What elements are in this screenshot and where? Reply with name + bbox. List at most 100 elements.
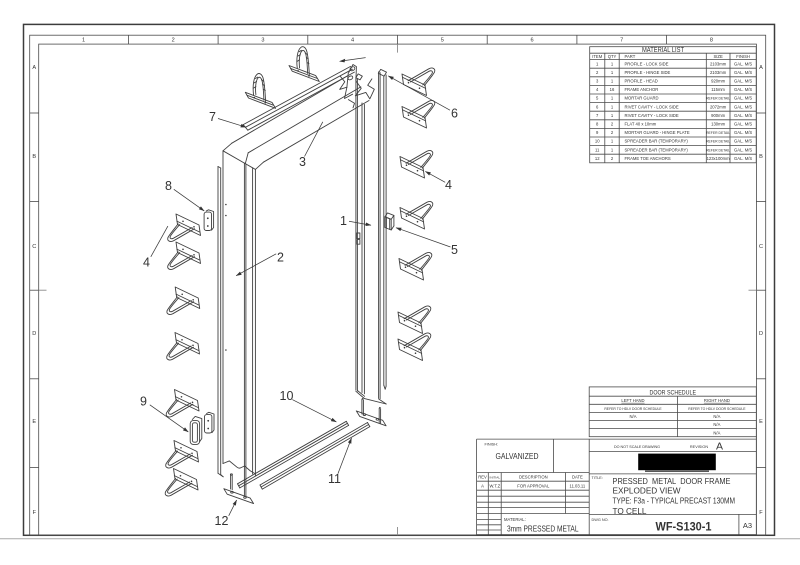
svg-text:D: D [32, 331, 36, 337]
svg-text:1: 1 [611, 70, 614, 75]
svg-text:REFER DETAIL: REFER DETAIL [706, 140, 730, 144]
svg-text:MORTAR GUARD: MORTAR GUARD [625, 96, 659, 101]
svg-text:2103mm: 2103mm [710, 61, 727, 66]
svg-text:9: 9 [140, 395, 147, 409]
svg-text:DESCRIPTION: DESCRIPTION [519, 474, 548, 479]
svg-text:920mm: 920mm [711, 79, 725, 84]
svg-text:DWG NO.: DWG NO. [592, 518, 609, 522]
svg-text:A: A [759, 65, 763, 71]
svg-text:REFER DETAIL: REFER DETAIL [706, 97, 730, 101]
svg-text:4: 4 [143, 256, 150, 270]
svg-text:6: 6 [451, 107, 458, 121]
svg-text:8: 8 [710, 38, 713, 44]
svg-text:A: A [716, 441, 723, 453]
svg-text:3: 3 [261, 38, 264, 44]
svg-text:REFER DETAIL: REFER DETAIL [706, 131, 730, 135]
svg-text:10: 10 [280, 389, 294, 403]
svg-text:N/A: N/A [713, 430, 720, 435]
svg-text:3: 3 [299, 155, 306, 169]
svg-text:B: B [32, 154, 36, 160]
svg-text:W.T.Z: W.T.Z [489, 483, 500, 488]
svg-text:RIVET CAVITY - LOCK SIDE: RIVET CAVITY - LOCK SIDE [625, 104, 679, 109]
svg-text:2: 2 [596, 70, 599, 75]
svg-text:FRAME TOE ANCHORS: FRAME TOE ANCHORS [625, 156, 671, 161]
svg-text:7: 7 [209, 110, 216, 124]
svg-text:QTY: QTY [608, 54, 617, 59]
svg-text:3mm PRESSED METAL: 3mm PRESSED METAL [507, 524, 579, 533]
svg-text:E: E [759, 419, 763, 425]
svg-text:GAL. M/S: GAL. M/S [734, 156, 752, 161]
svg-text:FRAME ANCHOR: FRAME ANCHOR [625, 87, 659, 92]
svg-text:900mm: 900mm [711, 113, 725, 118]
svg-text:TYPE: F3a - TYPICAL PRECAST 13: TYPE: F3a - TYPICAL PRECAST 130MM [613, 497, 736, 506]
svg-text:GALVANIZED: GALVANIZED [496, 451, 539, 461]
svg-text:RIVET CAVITY - LOCK SIDE: RIVET CAVITY - LOCK SIDE [625, 113, 679, 118]
svg-text:REFER TO HDLV DOOR SCHEDULE: REFER TO HDLV DOOR SCHEDULE [604, 407, 662, 411]
svg-text:N/A: N/A [713, 414, 720, 419]
svg-text:PROFILE - LOCK SIDE: PROFILE - LOCK SIDE [625, 61, 669, 66]
svg-text:A3: A3 [743, 521, 752, 530]
svg-text:GAL. M/S: GAL. M/S [734, 104, 752, 109]
svg-text:FINISH:: FINISH: [485, 442, 499, 446]
svg-text:TO CELL: TO CELL [613, 507, 647, 516]
svg-text:5: 5 [441, 38, 444, 44]
svg-text:2072mm: 2072mm [710, 104, 727, 109]
svg-text:GAL. M/S: GAL. M/S [734, 61, 752, 66]
svg-text:RIGHT HAND: RIGHT HAND [704, 398, 730, 403]
svg-text:F: F [33, 510, 37, 516]
svg-text:2: 2 [611, 156, 614, 161]
svg-text:5: 5 [451, 243, 458, 257]
svg-text:2: 2 [611, 130, 614, 135]
svg-text:INITIAL: INITIAL [490, 475, 501, 479]
svg-text:N/A: N/A [713, 422, 720, 427]
svg-text:ITEM: ITEM [592, 54, 603, 59]
svg-text:REFER DETAIL: REFER DETAIL [706, 148, 730, 152]
svg-text:7: 7 [620, 38, 623, 44]
svg-text:DATE: DATE [572, 474, 583, 479]
svg-text:11.03.11: 11.03.11 [570, 483, 586, 488]
svg-text:4: 4 [351, 38, 354, 44]
svg-text:WF-S130-1: WF-S130-1 [656, 522, 713, 534]
svg-text:REFER TO HDLV DOOR SCHEDULE: REFER TO HDLV DOOR SCHEDULE [688, 407, 746, 411]
svg-text:1: 1 [611, 139, 614, 144]
svg-text:DOOR SCHEDULE: DOOR SCHEDULE [650, 390, 697, 397]
svg-text:PROFILE - HEAD: PROFILE - HEAD [625, 79, 658, 84]
svg-text:MATERIAL LIST: MATERIAL LIST [642, 47, 685, 54]
svg-text:6: 6 [530, 38, 533, 44]
svg-text:FLAT 40 x 10mm: FLAT 40 x 10mm [625, 122, 657, 127]
svg-text:1: 1 [611, 96, 614, 101]
svg-text:GAL. M/S: GAL. M/S [734, 122, 752, 127]
svg-text:16: 16 [610, 87, 615, 92]
svg-text:GAL. M/S: GAL. M/S [734, 113, 752, 118]
svg-text:MORTAR GUARD - HINGE PLATE: MORTAR GUARD - HINGE PLATE [625, 130, 690, 135]
svg-text:7: 7 [596, 113, 599, 118]
svg-text:4: 4 [445, 178, 452, 192]
svg-text:C: C [32, 244, 36, 250]
svg-text:A: A [32, 65, 36, 71]
svg-text:PART: PART [625, 54, 636, 59]
svg-text:EXPLODED VIEW: EXPLODED VIEW [613, 487, 681, 496]
svg-text:A: A [481, 483, 484, 488]
svg-text:2: 2 [277, 251, 284, 265]
svg-text:SPREADER BAR (TEMPORARY): SPREADER BAR (TEMPORARY) [625, 147, 689, 152]
svg-text:9: 9 [596, 130, 599, 135]
svg-text:130mm: 130mm [711, 122, 725, 127]
svg-text:MATERIAL:: MATERIAL: [504, 517, 526, 522]
svg-text:5: 5 [596, 96, 599, 101]
svg-text:B: B [759, 154, 763, 160]
svg-text:GAL. M/S: GAL. M/S [734, 96, 752, 101]
svg-text:LEFT HAND: LEFT HAND [621, 398, 644, 403]
svg-text:E: E [32, 419, 36, 425]
svg-text:123x100mm: 123x100mm [707, 156, 731, 161]
svg-text:2103mm: 2103mm [710, 70, 727, 75]
svg-text:DO NOT SCALE DRAWING: DO NOT SCALE DRAWING [614, 445, 660, 449]
svg-text:4: 4 [596, 87, 599, 92]
svg-text:1: 1 [611, 147, 614, 152]
svg-text:3: 3 [596, 79, 599, 84]
svg-text:PRESSED METAL DOOR FRAME: PRESSED METAL DOOR FRAME [613, 477, 731, 486]
svg-text:SPREADER BAR (TEMPORARY): SPREADER BAR (TEMPORARY) [625, 139, 689, 144]
svg-text:PROFILE - HINGE SIDE: PROFILE - HINGE SIDE [625, 70, 671, 75]
svg-text:12: 12 [215, 514, 229, 528]
svg-text:6: 6 [596, 104, 599, 109]
svg-text:GAL. M/S: GAL. M/S [734, 139, 752, 144]
